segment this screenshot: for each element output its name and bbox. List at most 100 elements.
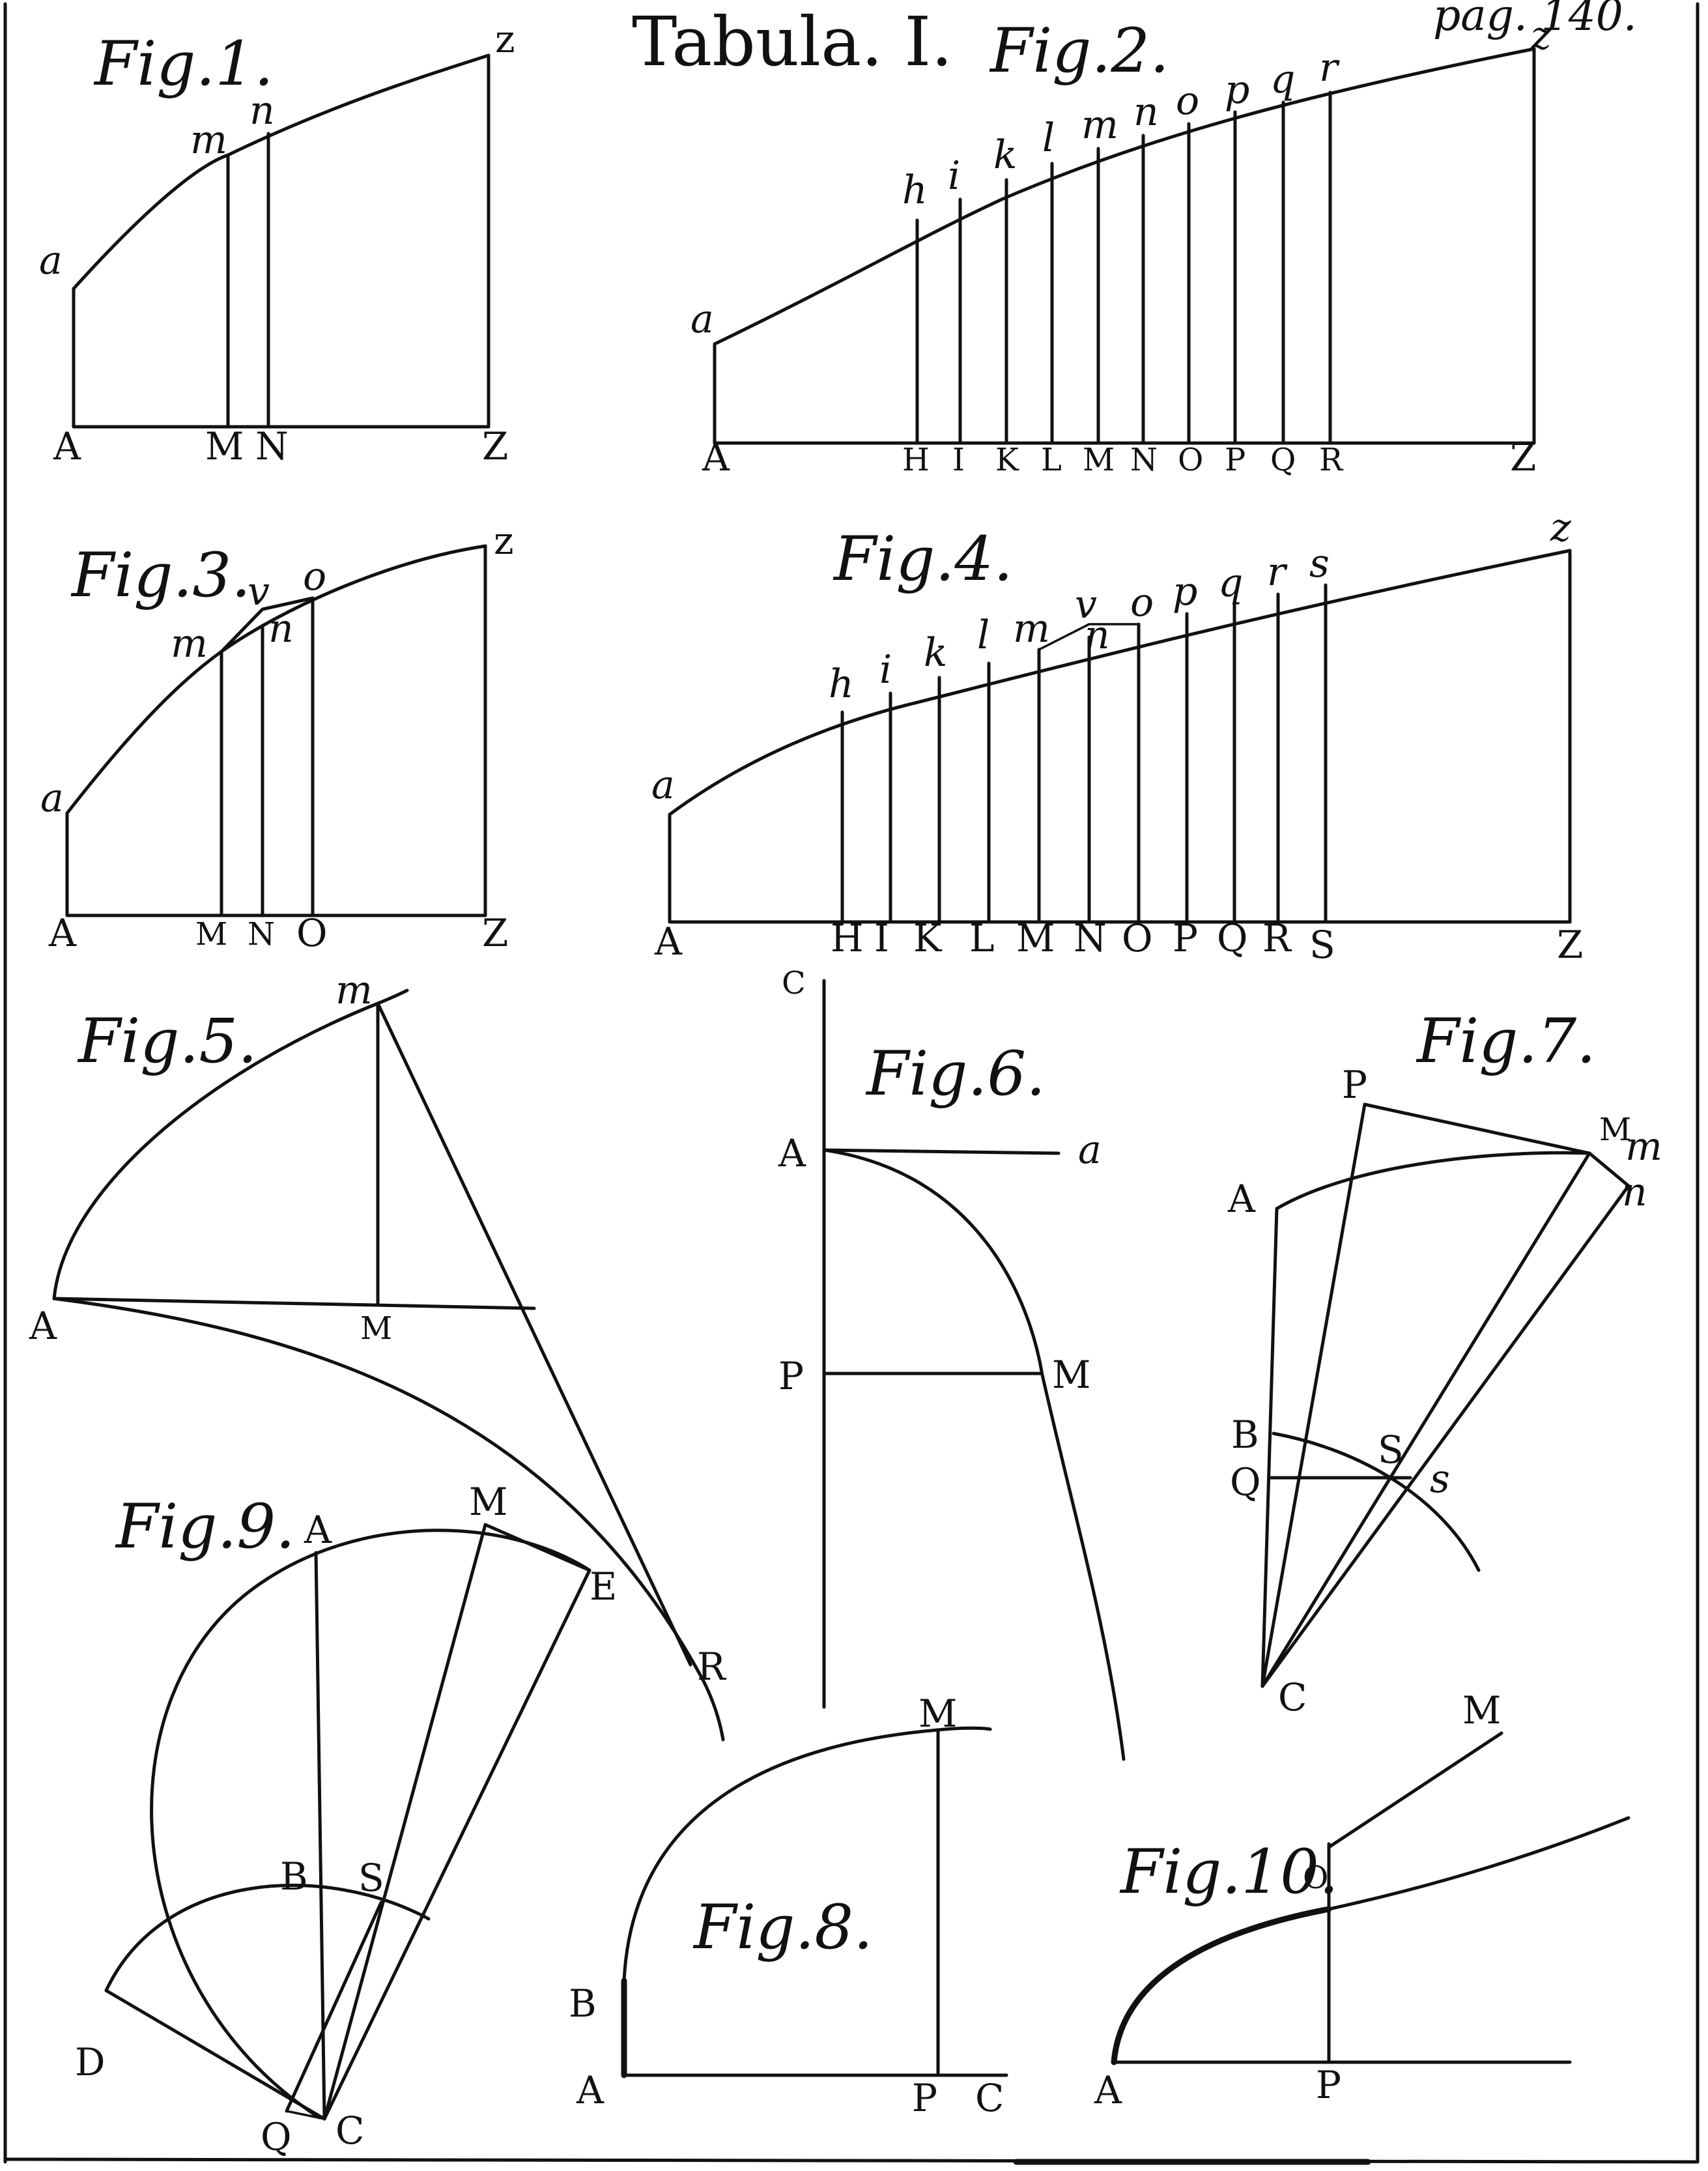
- fig1-title: Fig.1.: [93, 29, 274, 100]
- fig4-label-R: R: [1262, 916, 1292, 960]
- fig3-title: Fig.3.: [70, 540, 251, 611]
- figure-1: Fig.1. a m n z A M N Z: [39, 17, 515, 468]
- fig4-label-n: n: [1085, 612, 1110, 658]
- fig4-label-k: k: [924, 630, 947, 676]
- fig4-label-K: K: [913, 916, 943, 960]
- fig7-label-n: n: [1622, 1170, 1647, 1215]
- fig10-label-P: P: [1316, 2063, 1341, 2107]
- fig7-label-C: C: [1278, 1675, 1307, 1719]
- fig4-label-H: H: [831, 916, 864, 960]
- fig4-label-r: r: [1267, 549, 1288, 595]
- fig8-label-B: B: [569, 1981, 597, 2026]
- fig3-label-m: m: [171, 621, 208, 667]
- fig6-label-P: P: [778, 1354, 804, 1398]
- fig7-title: Fig.7.: [1416, 1006, 1596, 1077]
- fig4-label-h: h: [829, 661, 854, 707]
- fig4-label-L: L: [969, 916, 995, 960]
- fig1-label-m: m: [190, 117, 227, 163]
- fig6-label-A: A: [778, 1131, 806, 1175]
- fig5-label-m: m: [335, 968, 373, 1013]
- fig5-label-R: R: [697, 1645, 727, 1689]
- fig2-label-H: H: [902, 442, 930, 478]
- fig2-label-M: M: [1083, 442, 1115, 478]
- fig4-label-v: v: [1075, 582, 1097, 627]
- fig4-label-z: z: [1550, 505, 1571, 551]
- fig6-label-M: M: [1052, 1353, 1090, 1397]
- fig4-label-q: q: [1218, 560, 1243, 606]
- fig10-label-A: A: [1094, 2068, 1122, 2112]
- fig4-label-N: N: [1074, 916, 1107, 960]
- figure-2: Fig.2. a h i k l m n o p q r z A H I K L…: [690, 13, 1552, 480]
- fig9-label-Q: Q: [261, 2115, 292, 2159]
- page-reference: pag. 140.: [1433, 0, 1637, 40]
- fig3-label-N: N: [248, 916, 275, 953]
- fig1-label-Z: Z: [482, 424, 508, 468]
- fig2-label-Q: Q: [1270, 442, 1296, 478]
- fig1-label-M: M: [205, 424, 244, 468]
- fig1-label-a: a: [39, 238, 63, 283]
- fig3-label-a: a: [40, 775, 64, 821]
- fig4-label-a: a: [651, 762, 675, 808]
- fig8-title: Fig.8.: [692, 1892, 873, 1963]
- fig2-label-N: N: [1130, 442, 1158, 478]
- fig5-title: Fig.5.: [77, 1006, 257, 1077]
- fig6-title: Fig.6.: [865, 1039, 1046, 1110]
- figure-8: Fig.8. M B A P C: [569, 1691, 1008, 2120]
- fig2-label-O: O: [1178, 442, 1203, 478]
- fig3-label-M: M: [195, 916, 227, 953]
- figure-9: Fig.9. A M E B S D Q C: [75, 1480, 617, 2159]
- fig3-label-v: v: [248, 569, 270, 614]
- fig7-label-B: B: [1231, 1413, 1259, 1457]
- figure-4: Fig.4. a h i k l m v n o p q r s z A H I…: [651, 505, 1583, 967]
- fig4-label-o: o: [1130, 580, 1154, 625]
- fig5-label-A: A: [29, 1304, 57, 1348]
- fig6-label-C: C: [782, 965, 806, 1001]
- fig9-label-C: C: [335, 2108, 364, 2153]
- fig10-title: Fig.10.: [1119, 1837, 1339, 1908]
- figure-3: Fig.3. a m v n o z A M N O Z: [40, 519, 514, 955]
- fig2-label-A: A: [702, 435, 730, 480]
- fig3-label-n: n: [268, 606, 294, 652]
- figure-10: Fig.10. M O A P: [1094, 1688, 1630, 2112]
- fig2-label-q: q: [1270, 57, 1295, 102]
- plate-title: Tabula. I.: [632, 2, 952, 81]
- fig3-label-z: z: [494, 519, 514, 563]
- fig4-title: Fig.4.: [833, 524, 1013, 595]
- fig9-label-A: A: [304, 1508, 332, 1552]
- fig9-label-D: D: [75, 2040, 106, 2084]
- fig4-label-s: s: [1309, 541, 1330, 586]
- fig7-label-P: P: [1342, 1063, 1367, 1107]
- fig2-title: Fig.2.: [989, 16, 1169, 87]
- fig8-label-M: M: [918, 1691, 957, 1736]
- fig9-title: Fig.9.: [115, 1491, 295, 1562]
- fig3-label-Z: Z: [482, 911, 508, 955]
- fig3-label-A: A: [48, 911, 77, 955]
- fig2-label-o: o: [1176, 78, 1199, 124]
- fig1-label-N: N: [255, 424, 289, 468]
- fig6-label-a: a: [1078, 1127, 1102, 1173]
- fig7-label-m: m: [1625, 1124, 1662, 1170]
- fig2-label-a: a: [690, 296, 714, 342]
- fig9-label-B: B: [280, 1854, 308, 1899]
- fig4-label-A: A: [654, 919, 683, 964]
- fig3-label-o: o: [303, 554, 326, 599]
- fig4-label-l: l: [977, 612, 989, 658]
- fig7-label-A: A: [1227, 1177, 1256, 1221]
- fig4-label-Q: Q: [1217, 916, 1248, 960]
- fig2-label-n: n: [1133, 89, 1159, 135]
- fig4-label-m: m: [1013, 606, 1050, 652]
- fig5-label-M: M: [360, 1310, 392, 1347]
- fig7-label-Q: Q: [1230, 1460, 1261, 1504]
- fig1-label-A: A: [53, 424, 81, 468]
- fig9-label-E: E: [590, 1564, 617, 1609]
- fig1-label-n: n: [249, 88, 275, 134]
- figure-6: Fig.6. C A a P M: [778, 965, 1126, 1761]
- fig1-label-z: z: [495, 17, 515, 61]
- fig4-label-Z: Z: [1557, 923, 1583, 967]
- fig2-label-m: m: [1081, 102, 1118, 148]
- fig2-label-K: K: [995, 442, 1019, 478]
- fig4-label-P: P: [1173, 916, 1198, 960]
- fig7-label-s: s: [1430, 1456, 1450, 1502]
